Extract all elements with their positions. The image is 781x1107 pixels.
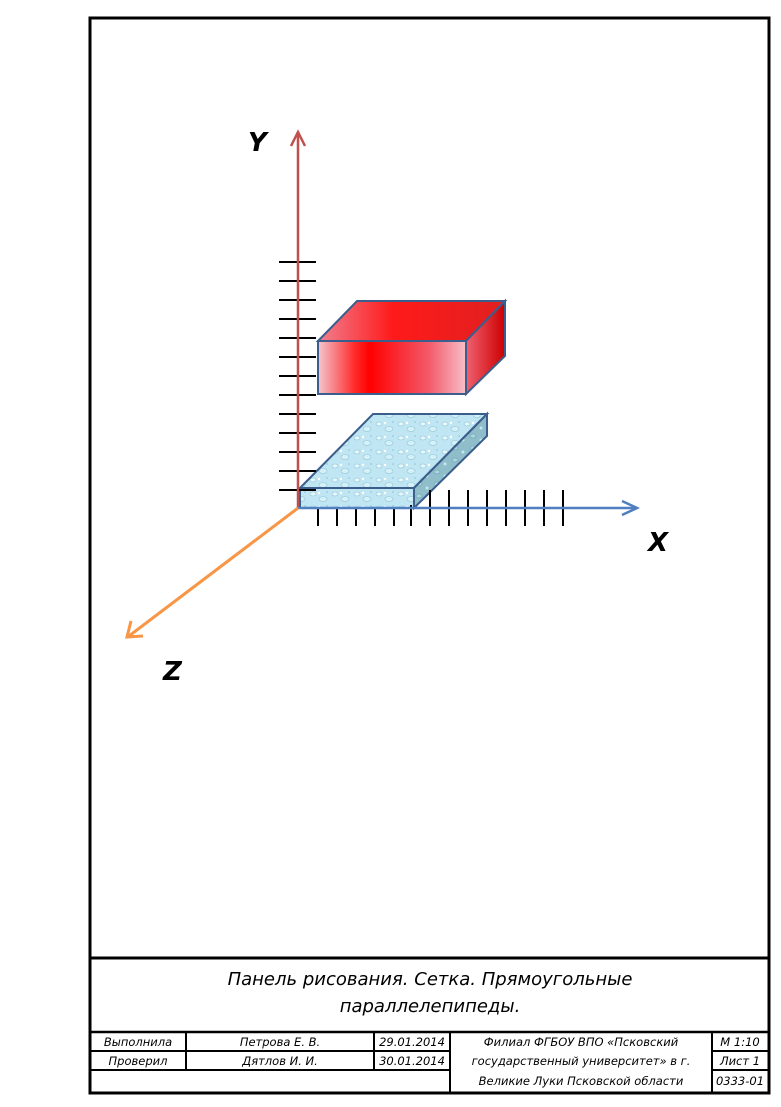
y-axis	[289, 129, 307, 508]
role-checker: Проверил	[109, 1054, 169, 1068]
title-block: Панель рисования. Сетка. Прямоугольные п…	[90, 956, 769, 1093]
scale-value: М 1:10	[720, 1035, 759, 1049]
sheet-frame	[88, 16, 771, 1095]
title-line-1: Панель рисования. Сетка. Прямоугольные	[228, 969, 633, 990]
organization-line-1: Филиал ФГБОУ ВПО «Псковский	[484, 1035, 679, 1049]
date-executor: 29.01.2014	[379, 1035, 445, 1049]
red-parallelepiped	[315, 298, 508, 397]
x-axis	[298, 499, 640, 517]
date-checker: 30.01.2014	[379, 1054, 445, 1068]
name-executor: Петрова Е. В.	[240, 1035, 320, 1049]
z-axis-label: Z	[162, 657, 183, 687]
sheet-number: Лист 1	[719, 1054, 760, 1068]
document-code: 0333-01	[716, 1074, 764, 1088]
z-axis	[125, 506, 299, 639]
organization-line-2: государственный университет» в г.	[472, 1054, 691, 1068]
name-checker: Дятлов И. И.	[241, 1054, 318, 1068]
x-axis-label: X	[646, 528, 670, 558]
blue-parallelepiped	[297, 411, 490, 511]
title-line-2: параллелепипеды.	[340, 996, 521, 1017]
y-axis-label: Y	[248, 128, 270, 158]
role-executor: Выполнила	[104, 1035, 172, 1049]
organization-line-3: Великие Луки Псковской области	[479, 1074, 684, 1088]
